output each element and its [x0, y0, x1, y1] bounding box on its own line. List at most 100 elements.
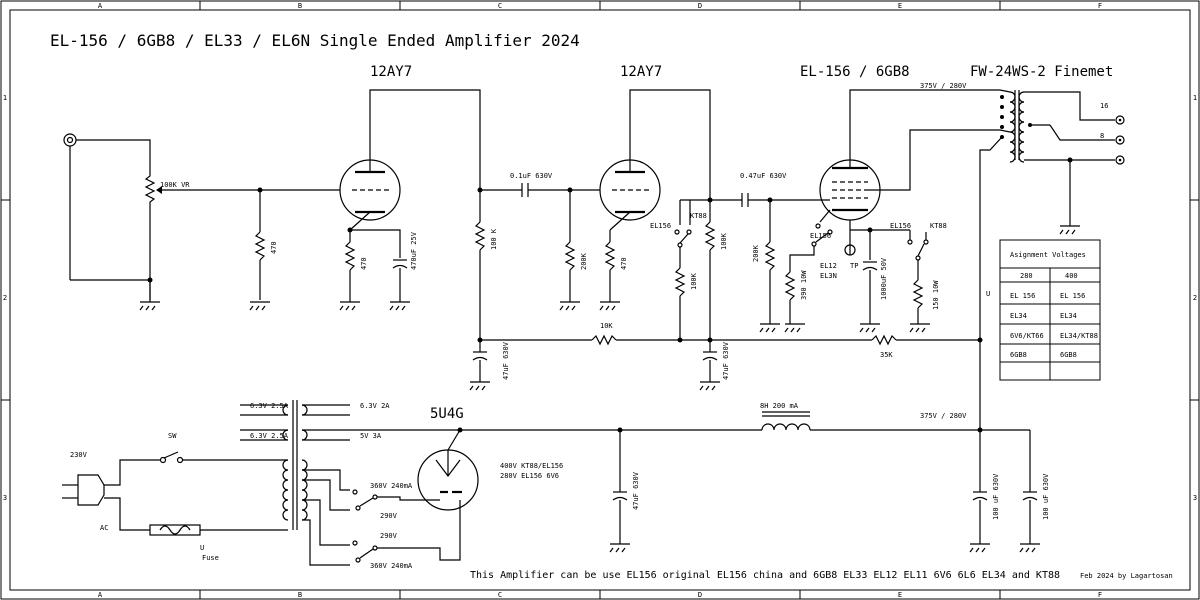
label-fuse: Fuse: [202, 554, 219, 562]
row-label-3: 3: [3, 494, 7, 502]
col-label-d: D: [698, 2, 702, 10]
table-cell: 6GB8: [1010, 351, 1027, 359]
resistor-35k: [871, 334, 897, 346]
cathode-cap-3: [862, 261, 878, 324]
footer-credit: Feb 2024 by Lagartosan: [1080, 572, 1173, 580]
tube-v1-label: 12AY7: [370, 64, 412, 80]
tap-16-label: 16: [1100, 102, 1108, 110]
label-hv2: 290V: [380, 512, 398, 520]
col-label-c-bottom: C: [498, 591, 502, 599]
table-header-400: 400: [1065, 272, 1078, 280]
row-label-1-right: 1: [1193, 94, 1197, 102]
label-sw1-el156: EL156: [650, 222, 671, 230]
selector-switch-3: [907, 239, 929, 261]
label-sw3-el156: EL156: [890, 222, 911, 230]
table-cell: EL34/KT88: [1060, 332, 1098, 340]
label-u: U: [986, 290, 990, 298]
row-label-2: 2: [3, 294, 7, 302]
label-sec1: 6.3V 2.5A: [250, 402, 289, 410]
label-r-p2b: 100K: [690, 272, 698, 290]
label-sw2-el12: EL12: [820, 262, 837, 270]
cathode-resistor-2: [604, 241, 616, 271]
col-label-e-bottom: E: [898, 591, 902, 599]
col-label-d-bottom: D: [698, 591, 702, 599]
tube-v1: [339, 159, 401, 221]
label-sec3: 6.3V 2A: [360, 402, 390, 410]
coupling-cap-2: [741, 193, 749, 207]
power-switch: [159, 451, 184, 464]
label-hv4: 360V 240mA: [370, 562, 413, 570]
col-label-a: A: [98, 2, 103, 10]
grid-resistor-2: [564, 241, 576, 271]
table-title: Asignment Voltages: [1010, 251, 1086, 259]
col-label-a-bottom: A: [98, 591, 103, 599]
filter-cap-2: [972, 430, 988, 544]
filter-cap-1: [612, 430, 628, 544]
filter-cap-f2: [702, 340, 718, 382]
choke-inductor: [761, 411, 811, 431]
label-sec4: 5V 3A: [360, 432, 382, 440]
footer-note: This Amplifier can be use EL156 original…: [470, 570, 1060, 581]
col-label-e: E: [898, 2, 902, 10]
col-label-f: F: [1098, 2, 1102, 10]
label-sw: SW: [168, 432, 177, 440]
table-cell: 6V6/KT66: [1010, 332, 1044, 340]
plate-resistor-1: [474, 221, 486, 251]
label-r-g3: 200K: [752, 244, 760, 262]
label-c-filter2: 100 uF 630V: [992, 473, 1000, 520]
table-cell: EL34: [1060, 312, 1077, 320]
label-tp: TP: [850, 262, 858, 270]
label-c-k3: 1000uF 50V: [880, 257, 888, 300]
label-c-filter1: 47uF 630V: [632, 471, 640, 510]
table-header-280: 280: [1020, 272, 1033, 280]
fuse-icon: [149, 524, 201, 536]
table-cell: 6GB8: [1060, 351, 1077, 359]
label-sw3-kt88: KT88: [930, 222, 947, 230]
label-hv1: 360V 240mA: [370, 482, 413, 490]
label-sw2-el156: EL156: [810, 232, 831, 240]
label-r-p1: 100 K: [490, 228, 498, 250]
cathode-resistor-3: [912, 279, 924, 309]
col-label-b-bottom: B: [298, 591, 302, 599]
label-sec2: 6.3V 2.5A: [250, 432, 289, 440]
filter-cap-3: [1022, 430, 1038, 544]
label-sw1-kt88: KT88: [690, 212, 707, 220]
speaker-terminals: [1115, 115, 1125, 165]
tap-8-label: 8: [1100, 132, 1104, 140]
table-cell: EL34: [1010, 312, 1027, 320]
input-jack: [63, 133, 77, 147]
rectifier-label: 5U4G: [430, 406, 464, 422]
rect-note-2: 280V EL156 6V6: [500, 472, 559, 480]
rect-note-1: 400V KT88/EL156: [500, 462, 563, 470]
resistor-10k: [591, 334, 617, 346]
volume-pot-resistor: [144, 172, 156, 206]
table-cell: EL 156: [1060, 292, 1085, 300]
label-vr: 100K VR: [160, 181, 190, 189]
label-ac: AC: [100, 524, 108, 532]
label-fuse-u: U: [200, 544, 204, 552]
label-c-c1: 0.1uF 630V: [510, 172, 553, 180]
grid-resistor-3: [764, 241, 776, 271]
label-choke: 8H 200 mA: [760, 402, 799, 410]
ot-bplus-label: 375V / 280V: [920, 82, 967, 90]
label-r-g3b: 390 10W: [800, 270, 808, 300]
rectifier-tube: [417, 449, 479, 511]
schematic-title: EL-156 / 6GB8 / EL33 / EL6N Single Ended…: [50, 31, 580, 50]
selector-switch-1: [674, 229, 692, 248]
label-r-k3: 150 10W: [932, 280, 940, 310]
row-label-1: 1: [3, 94, 7, 102]
col-label-b: B: [298, 2, 302, 10]
grid-resistor-1: [254, 231, 266, 261]
tube-v2: [599, 159, 661, 221]
row-label-2-right: 2: [1193, 294, 1197, 302]
ot-label: FW-24WS-2 Finemet: [970, 64, 1113, 80]
selector-switch-2: [811, 223, 833, 247]
table-cell: EL 156: [1010, 292, 1035, 300]
hv-selector-switch-2: [352, 540, 378, 563]
label-c-filter3: 100 uF 630V: [1042, 473, 1050, 520]
assignment-voltages-table: [999, 239, 1101, 381]
label-c-f1: 47uF 630V: [502, 341, 510, 380]
col-label-c: C: [498, 2, 502, 10]
